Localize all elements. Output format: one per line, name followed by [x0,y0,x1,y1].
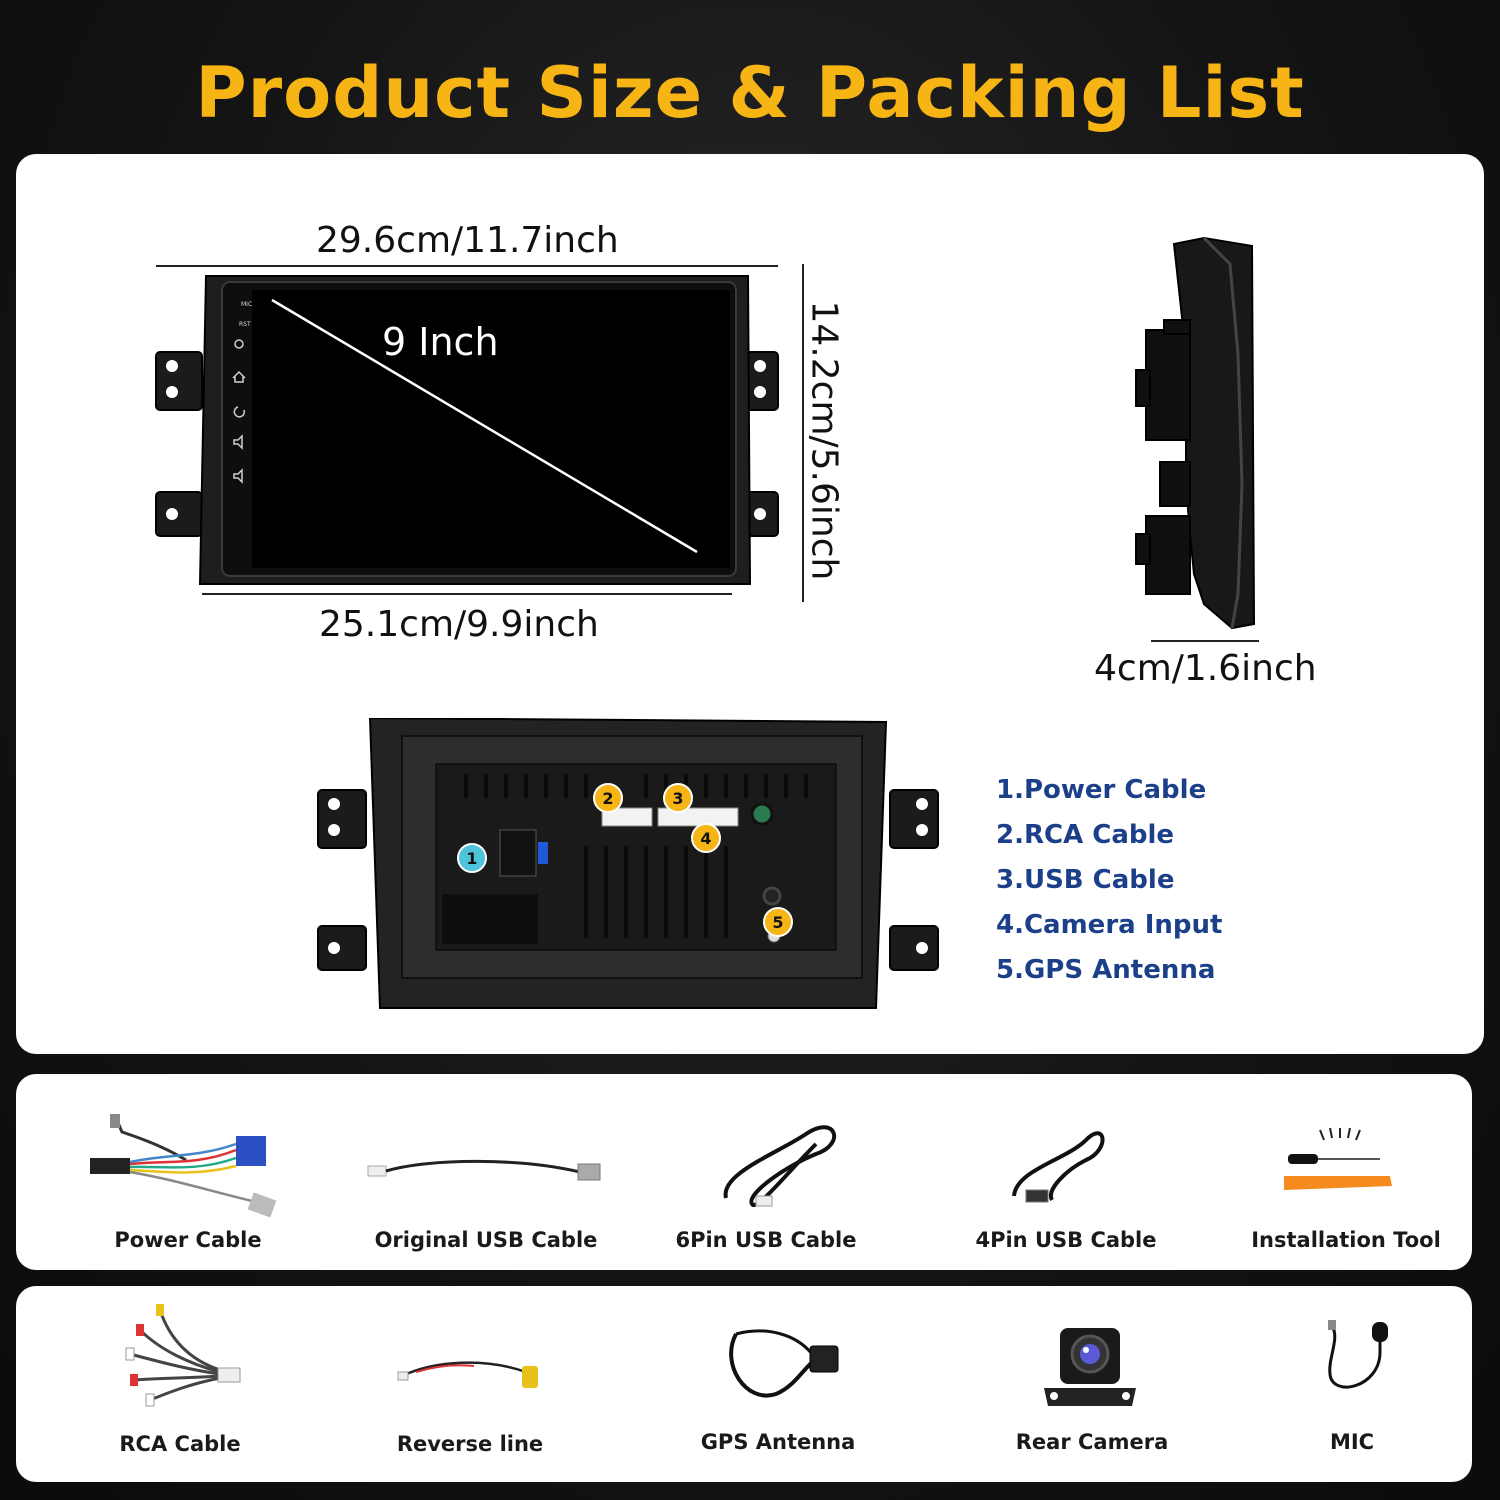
port-item-gps-antenna: 5.GPS Antenna [996,955,1216,985]
packing-item-installation-tool: Installation Tool [1216,1074,1476,1270]
rear-camera-icon [1044,1328,1136,1406]
bottom-width-line [202,593,732,595]
rca-cable-icon [125,1304,241,1407]
gps-antenna-icon [729,1329,839,1398]
port-badge-5: 5 [763,907,793,937]
bottom-width-label: 25.1cm/9.9inch [319,604,599,645]
reverse-line-icon [397,1361,538,1388]
top-width-label: 29.6cm/11.7inch [316,220,619,261]
page-title: Product Size & Packing List [195,52,1305,134]
svg-text:4: 4 [700,829,711,848]
depth-label: 4cm/1.6inch [1094,648,1317,689]
packing-item-gps-antenna: GPS Antenna [648,1286,908,1482]
packing-item-power-cable: Power Cable [58,1074,318,1270]
rca-cable-label: RCA Cable [119,1432,241,1456]
packing-item-rca-cable: RCA Cable [50,1286,310,1482]
4pin-usb-cable-label: 4Pin USB Cable [975,1228,1157,1252]
port-badge-1: 1 [457,843,487,873]
top-width-line [156,265,778,267]
height-label: 14.2cm/5.6inch [803,300,845,581]
packing-item-6pin-usb-cable: 6Pin USB Cable [636,1074,896,1270]
head-unit-front-image [155,275,779,585]
rear-camera-label: Rear Camera [1015,1430,1169,1454]
packing-list-row-1: Power Cable Original USB Cable 6Pin USB … [16,1074,1472,1270]
head-unit-side-image [1135,236,1256,630]
port-badge-4: 4 [691,823,721,853]
port-list: 1.Power Cable 2.RCA Cable 3.USB Cable 4.… [996,772,1222,997]
screen-size-label: 9 Inch [382,320,499,364]
port-item-power-cable: 1.Power Cable [996,775,1207,805]
product-size-panel: 29.6cm/11.7inch 14.2cm/5.6inch 25.1cm/9.… [16,154,1484,1054]
packing-item-rear-camera: Rear Camera [962,1286,1222,1482]
svg-text:5: 5 [772,913,783,932]
4pin-usb-cable-icon [1012,1131,1105,1203]
6pin-usb-cable-label: 6Pin USB Cable [675,1228,857,1252]
original-usb-cable-label: Original USB Cable [374,1228,598,1252]
packing-item-4pin-usb-cable: 4Pin USB Cable [936,1074,1196,1270]
gps-antenna-label: GPS Antenna [700,1430,856,1454]
depth-line [1151,640,1259,642]
power-cable-label: Power Cable [114,1228,262,1252]
installation-tool-label: Installation Tool [1251,1228,1441,1252]
mic-indicator-label: MIC [241,301,253,308]
packing-item-mic: MIC [1222,1286,1482,1482]
packing-list-row-2: RCA Cable Reverse line GPS Antenna Rear … [16,1286,1472,1482]
original-usb-cable-icon [367,1159,601,1181]
height-line [802,264,804,602]
6pin-usb-cable-icon [723,1125,837,1208]
installation-tool-icon [1284,1127,1392,1190]
svg-text:1: 1 [466,849,477,868]
port-item-rca-cable: 2.RCA Cable [996,820,1175,850]
port-item-camera-input: 4.Camera Input [996,910,1223,940]
port-badge-2: 2 [593,783,623,813]
svg-text:2: 2 [602,789,613,808]
rst-indicator-label: RST [239,321,251,328]
port-badges: 1 2 3 4 5 [457,783,793,937]
mic-icon [1328,1320,1388,1389]
port-badge-3: 3 [663,783,693,813]
svg-text:3: 3 [672,789,683,808]
power-cable-icon [90,1114,277,1218]
port-item-usb-cable: 3.USB Cable [996,865,1175,895]
mic-label: MIC [1329,1430,1375,1454]
reverse-line-label: Reverse line [396,1432,544,1456]
packing-item-reverse-line: Reverse line [340,1286,600,1482]
packing-item-original-usb-cable: Original USB Cable [356,1074,616,1270]
